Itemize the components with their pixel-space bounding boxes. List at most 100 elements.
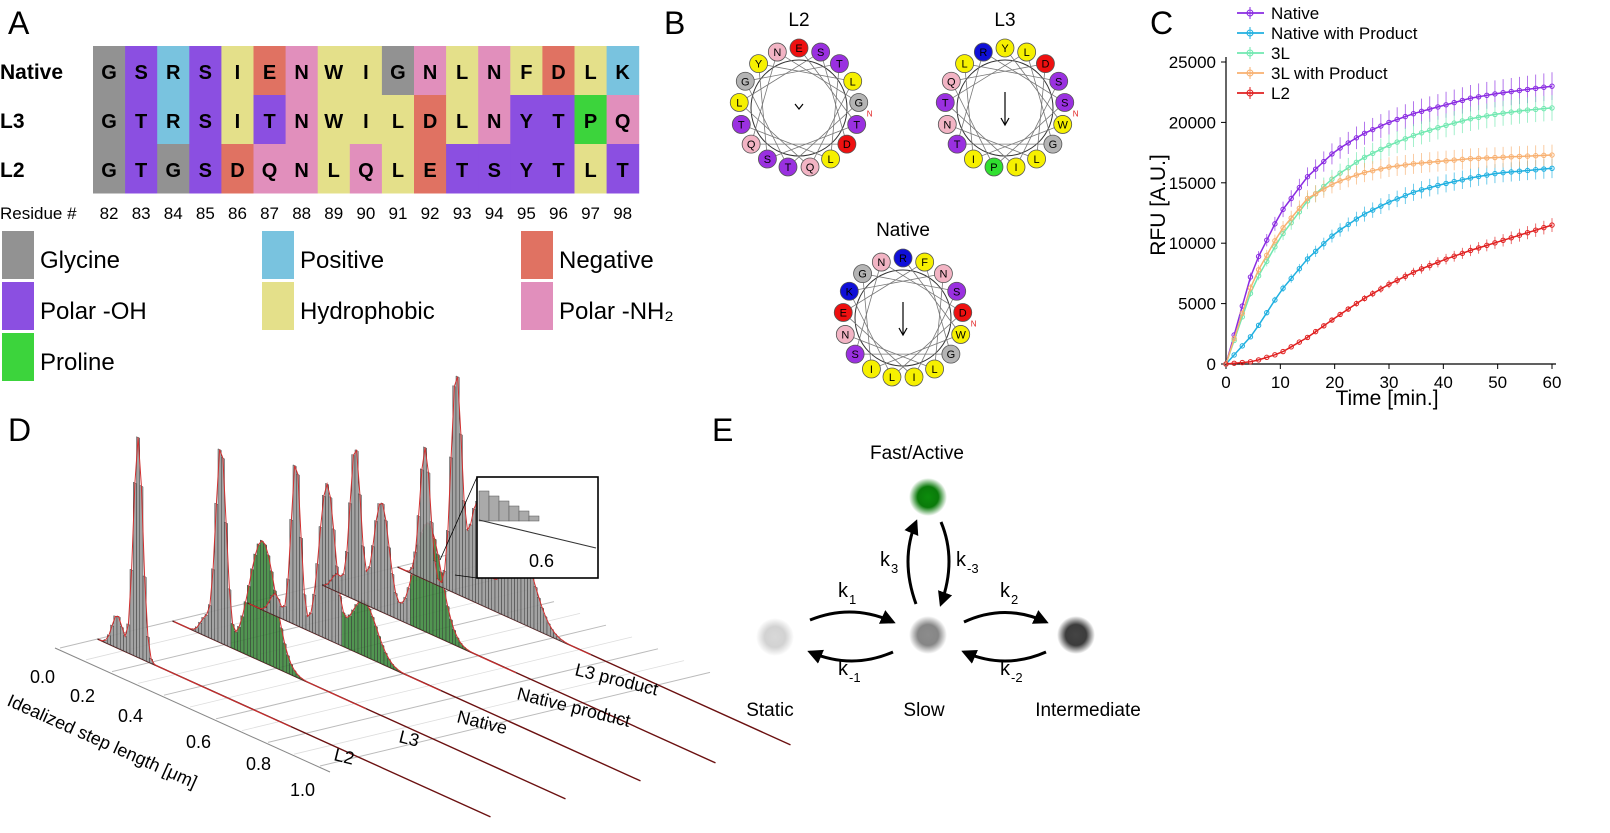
wheel-residue-letter: L	[962, 59, 968, 71]
data-point	[1337, 145, 1343, 151]
inset-bar	[518, 510, 530, 522]
residue-cell	[253, 95, 287, 145]
wheel-residue-circle	[778, 157, 798, 177]
residue-number: 89	[324, 204, 343, 223]
residue-cell	[478, 144, 511, 194]
rate-label: k	[956, 549, 967, 571]
wheel-connector	[739, 51, 821, 103]
data-point	[1475, 94, 1482, 100]
data-point	[1370, 126, 1376, 133]
histogram-bar	[139, 484, 144, 661]
data-point	[1280, 348, 1286, 355]
x-tick-label: 60	[1543, 373, 1562, 392]
legend-marker	[1246, 49, 1254, 57]
arrow-slow-to-fast	[904, 519, 919, 605]
residue-cell	[189, 46, 222, 96]
inset-bar	[478, 490, 490, 522]
wheel-connector	[881, 261, 963, 313]
wheel-residue-letter: K	[846, 286, 854, 298]
d-x-tick-label: 0.6	[186, 732, 211, 752]
d-x-tick-label: 0.4	[118, 706, 143, 726]
histogram-bar	[403, 596, 408, 624]
data-point	[1288, 344, 1294, 350]
histogram-bar	[250, 568, 254, 659]
wheel-connector	[902, 257, 962, 335]
data-point	[1239, 343, 1246, 349]
data-point	[1418, 160, 1425, 166]
wheel-residue-circle	[843, 71, 863, 91]
floor-grid-line-minor	[293, 660, 685, 755]
legend-swatch-negative	[521, 231, 553, 279]
wheel-residue-letter: Q	[947, 76, 956, 88]
residue-letter: S	[488, 160, 501, 182]
data-point	[1321, 323, 1327, 329]
wheel-connector	[871, 334, 961, 370]
residue-cell	[574, 144, 608, 194]
moment-arrow	[794, 103, 804, 110]
histogram-bar	[221, 456, 225, 645]
wheel-connector	[738, 102, 811, 168]
wheel-residue-circle	[1055, 93, 1075, 112]
data-point	[1361, 169, 1368, 176]
histogram-bar	[494, 578, 499, 614]
residue-letter: S	[199, 62, 212, 84]
n-terminus-marker: N	[867, 109, 873, 118]
arrow-static-to-slow	[809, 610, 896, 624]
residue-number: 97	[581, 204, 600, 223]
data-point	[1427, 159, 1433, 165]
inset-zoom-line	[454, 574, 478, 579]
data-point	[1321, 158, 1327, 165]
residue-cell	[510, 95, 543, 145]
histogram-bar	[296, 473, 300, 627]
data-point	[1549, 83, 1555, 89]
wheel-residue-letter: I	[912, 372, 915, 384]
data-point	[1394, 277, 1400, 283]
residue-cell	[381, 144, 415, 194]
series-native-with-product	[1223, 158, 1555, 367]
data-point	[1467, 116, 1474, 122]
data-point	[1484, 155, 1490, 161]
wheel-connector	[862, 273, 872, 370]
wheel-connector	[758, 63, 853, 82]
histogram-bar	[282, 642, 287, 674]
wheel-residue-letter: L	[1034, 154, 1040, 166]
legend-label: Native with Product	[1271, 24, 1418, 43]
histogram-bar	[260, 539, 264, 663]
wheel-residue-letter: W	[1058, 119, 1069, 131]
histogram-bar	[120, 625, 124, 652]
residue-letter: G	[101, 160, 117, 182]
panel-label-c: C	[1150, 5, 1173, 41]
wheel-connector	[745, 63, 840, 82]
wheel-residue-letter: P	[990, 162, 997, 174]
histogram-bar	[530, 574, 535, 630]
state-dot-static	[756, 618, 794, 656]
residue-letter: N	[294, 62, 308, 84]
wheel-connector	[777, 51, 859, 103]
wheel-residue-circle	[871, 252, 891, 272]
data-point	[1443, 158, 1449, 164]
data-point	[1524, 229, 1531, 236]
wheel-connector	[820, 51, 848, 145]
residue-cell	[285, 46, 319, 96]
wheel-connector	[924, 261, 952, 355]
track-label: Native product	[515, 683, 632, 730]
wheel-residue-letter: S	[817, 47, 824, 59]
residue-number-label: Residue #	[0, 204, 77, 223]
data-point	[1321, 240, 1327, 247]
residue-letter: N	[423, 62, 437, 84]
data-point	[1353, 300, 1360, 307]
histogram-bar	[410, 574, 414, 627]
residue-cell	[93, 95, 126, 145]
series-line	[1225, 224, 1553, 365]
histogram-bar	[136, 436, 140, 659]
wheel-connector	[913, 291, 958, 378]
legend-swatch-hydrophobic	[262, 282, 294, 330]
n-terminus-marker: N	[971, 319, 977, 328]
data-point	[1484, 113, 1490, 119]
wheel-connector	[767, 124, 857, 160]
data-point	[1264, 354, 1270, 361]
rate-label: k	[838, 658, 849, 680]
histogram-bar	[374, 520, 378, 611]
data-point	[1500, 237, 1506, 244]
